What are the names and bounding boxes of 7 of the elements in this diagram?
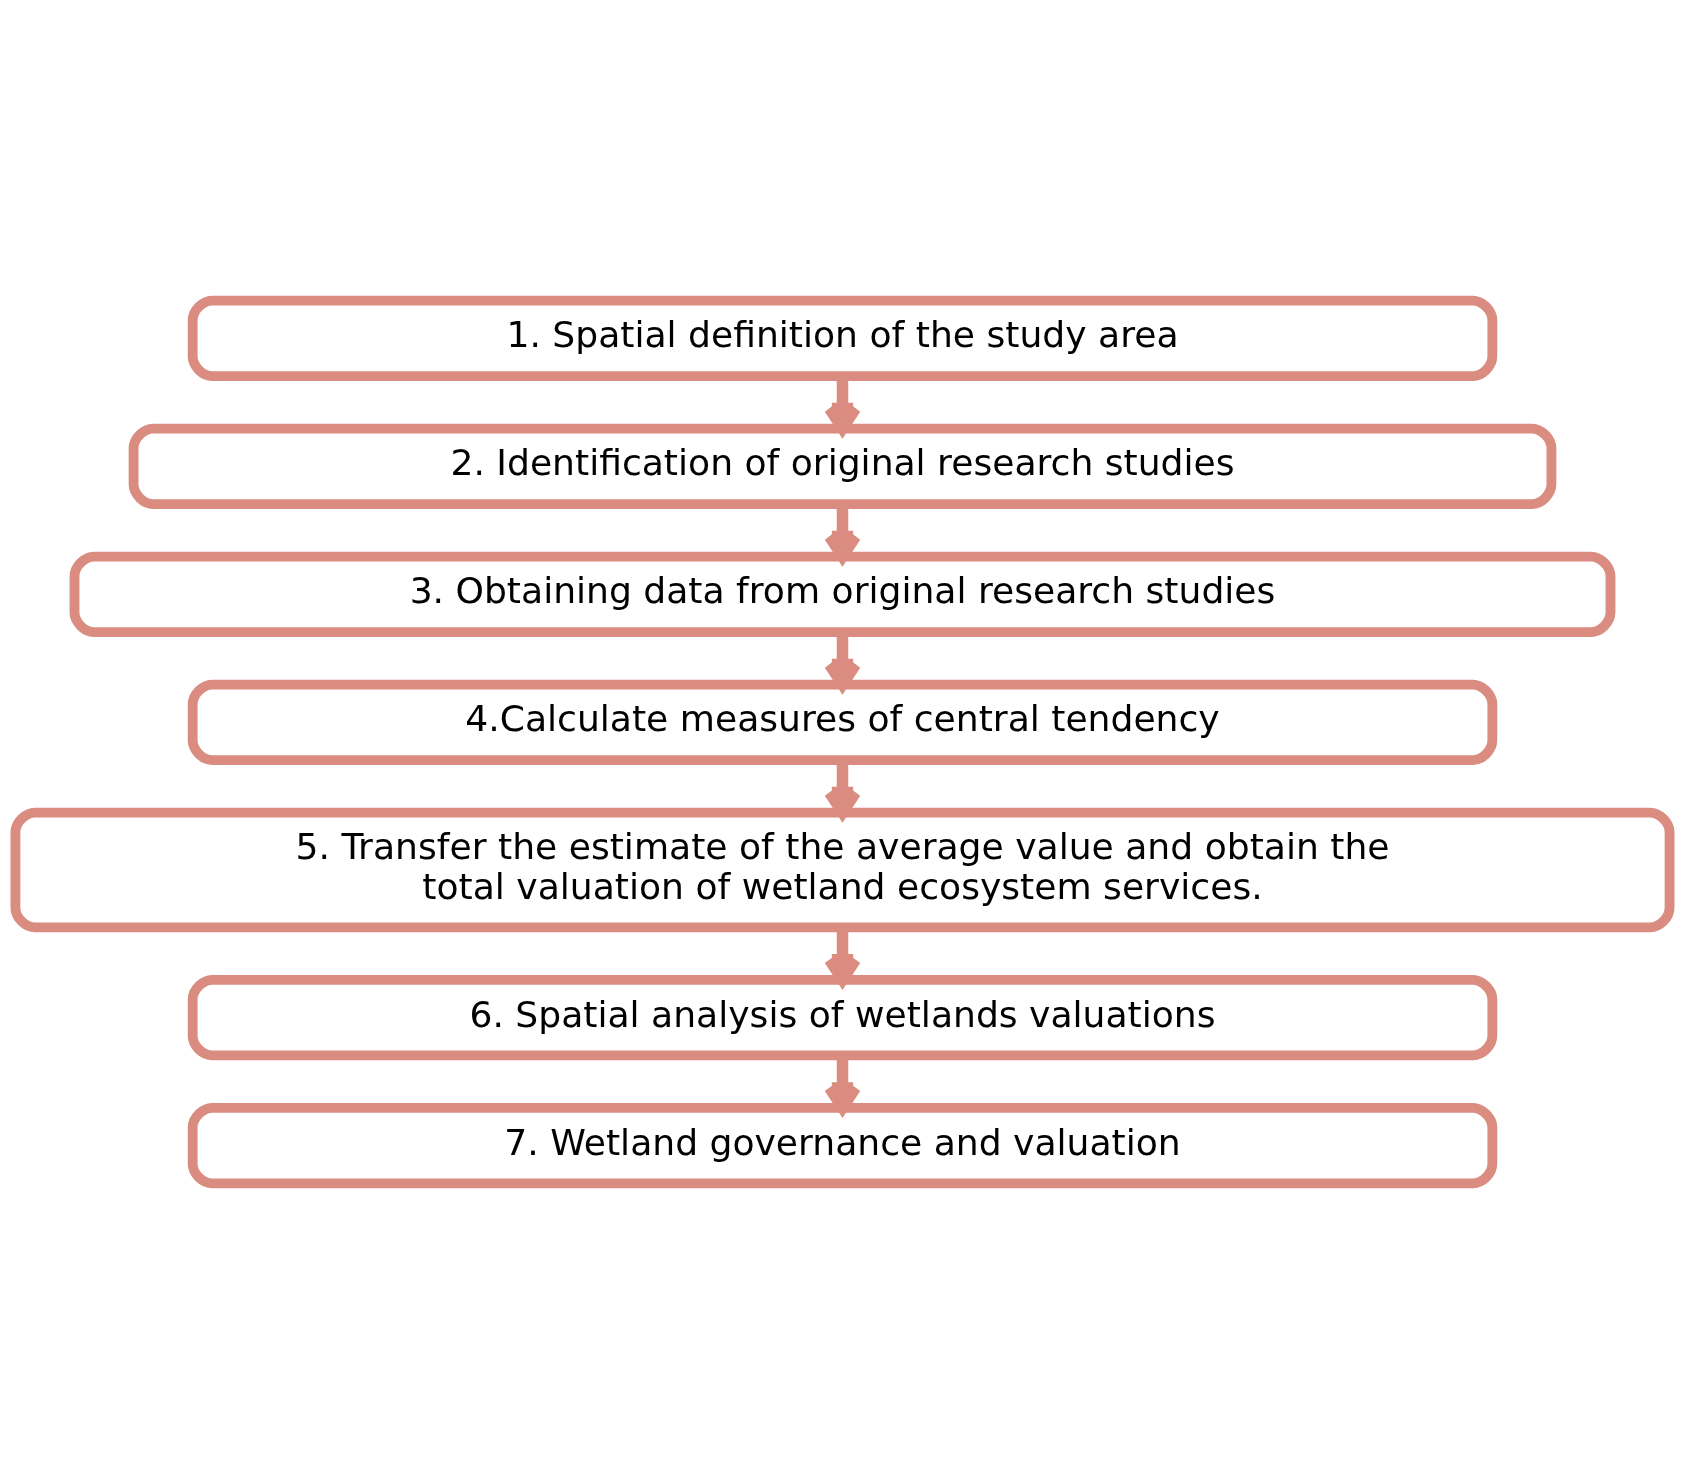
node-box: 4.Calculate measures of central tendency [187,679,1498,765]
node-box: 7. Wetland governance and valuation [187,1103,1498,1189]
node-box: 3. Obtaining data from original research studies [69,551,1616,637]
node-box: 2. Identification of original research studies [128,423,1557,509]
node-box: 5. Transfer the estimate of the average value and obtain the total valuation of wetland ecosystem services. [10,807,1675,933]
node-box: 6. Spatial analysis of wetlands valuations [187,975,1498,1061]
node-box: 1. Spatial definition of the study area [187,295,1498,381]
